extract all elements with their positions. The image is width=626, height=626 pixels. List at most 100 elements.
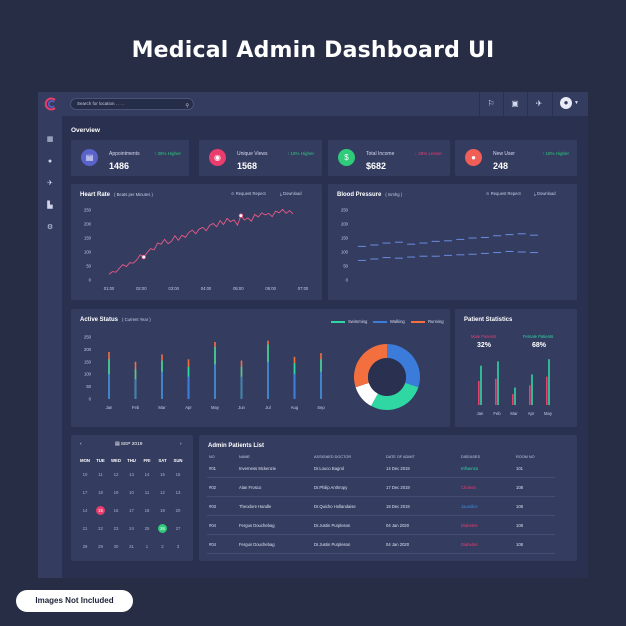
heart-rate-point[interactable] [238,213,244,218]
patient-stats-bar[interactable] [512,394,514,405]
patient-stats-bar[interactable] [548,359,550,405]
col-header-name: NAME [239,455,250,459]
calendar-date[interactable]: 23 [113,526,119,531]
calendar-date[interactable]: 26 [155,523,171,535]
sidebar: ▦ ● ✈ ▙ ⚙ [38,116,62,578]
calendar-date[interactable]: 15 [93,505,109,517]
running-icon[interactable]: ✈ [535,99,543,108]
donut-hole [368,358,406,396]
calendar-date[interactable]: 2 [161,544,164,549]
request-repect-button[interactable]: ⊙ Request Repect [486,191,521,196]
donut-slice[interactable] [354,344,387,388]
patient-stats-bar[interactable] [529,385,531,405]
hospital-icon[interactable]: ▙ [47,202,53,209]
male-patients-label: Male Patients [471,334,497,339]
calendar-date[interactable]: 31 [129,544,134,549]
table-cell: Theodore Handle [239,504,272,509]
patient-stats-bar[interactable] [546,376,548,405]
runner-icon[interactable]: ⚐ [487,99,495,108]
plane-icon[interactable]: ✈ [47,180,53,187]
download-button[interactable]: ⤓ Download [534,191,556,196]
active-status-bar[interactable] [134,379,137,399]
heart-rate-point[interactable] [141,254,146,260]
stat-label: New User [493,151,515,157]
active-status-bar[interactable] [293,374,296,399]
stat-card-unique-views[interactable]: ◉ Unique Views 1568 ↑ 18% Higher [199,140,322,176]
calendar-date[interactable]: 12 [160,490,165,495]
calendar-date[interactable]: 30 [113,544,119,549]
calendar-date[interactable]: 20 [175,508,181,513]
chevron-down-icon[interactable]: ▼ [574,100,579,106]
stat-card-new-user[interactable]: ● New User 248 ↑ 18% Higher [455,140,577,176]
calendar-date[interactable]: 16 [113,508,119,513]
calendar-date[interactable]: 13 [175,490,181,495]
calendar-date[interactable]: 3 [176,544,180,549]
calendar-date[interactable]: 11 [98,472,103,477]
calendar-date[interactable]: 29 [98,544,103,549]
calendar-date[interactable]: 16 [175,472,181,477]
calendar-date[interactable]: 19 [113,490,119,495]
calendar-date[interactable]: 18 [144,508,150,513]
calendar-month[interactable]: ▤ SEP 2019 [115,442,143,447]
calendar-date[interactable]: 1 [145,544,149,549]
patient-stats-bar[interactable] [478,381,480,405]
calendar-next-button[interactable]: › [180,442,182,447]
calendar-date[interactable]: 10 [82,472,88,477]
gear-icon[interactable]: ⚙ [46,224,54,231]
calendar-date[interactable]: 17 [82,490,88,495]
calendar-date[interactable]: 25 [144,526,150,531]
table-cell: #02 [209,485,216,490]
patient-stats-bar[interactable] [497,361,499,405]
active-status-bar[interactable] [187,376,190,399]
patient-stats-bar[interactable] [480,365,482,405]
active-status-bar[interactable] [267,361,269,399]
donut-slice[interactable] [387,344,421,388]
patient-stats-bar[interactable] [495,378,497,405]
blood-pressure-y-tick: 0 [346,278,349,283]
active-status-bar[interactable] [240,376,243,399]
calendar-date[interactable]: 19 [160,508,165,513]
calendar-date[interactable]: 27 [175,526,181,531]
active-status-bar[interactable] [214,364,216,399]
calendar-date[interactable]: 21 [82,526,88,531]
calendar-date[interactable]: 18 [98,490,103,495]
active-status-bar[interactable] [320,371,322,399]
dashboard-icon[interactable]: ▦ [46,136,54,143]
calendar-date[interactable]: 11 [144,490,150,495]
stat-card-appointments[interactable]: ▤ Appointments 1486 ↑ 35% Higher [71,140,189,176]
donut-slice[interactable] [355,382,378,406]
active-status-bar[interactable] [161,371,163,399]
calendar-date[interactable]: 28 [82,544,88,549]
patient-stats-bar[interactable] [514,387,516,405]
calendar-date[interactable]: 13 [129,472,134,477]
request-repect-button[interactable]: ⊙ Request Repect [231,191,266,196]
blood-pressure-y-tick: 200 [341,222,349,227]
search-input[interactable]: Search for location . . . . ⚲ [70,98,194,110]
calendar-date[interactable]: 24 [129,526,134,531]
calendar-date[interactable]: 17 [129,508,134,513]
calendar-date[interactable]: 14 [82,508,88,513]
download-button[interactable]: ⤓ Download [280,191,302,196]
active-status-bar[interactable] [108,374,110,399]
calendar-prev-button[interactable]: ‹ [80,442,82,447]
calendar-date[interactable]: 15 [160,472,165,477]
user-icon[interactable]: ● [47,158,53,165]
donut-slice[interactable] [371,382,419,410]
calendar-date[interactable]: 12 [113,472,119,477]
calendar-date[interactable]: 14 [144,472,150,477]
briefcase-icon[interactable]: ▣ [511,99,519,108]
calendar-date[interactable]: 10 [129,490,134,495]
active-status-y-tick: 100 [84,372,92,377]
patient-statistics-panel: Patient Statistics Male Patients 32% Fem… [455,309,577,427]
patient-stats-bar[interactable] [531,374,533,405]
male-patients-value: 32% [477,342,492,349]
calendar-date[interactable]: 22 [98,526,103,531]
user-avatar-icon[interactable]: ● [560,97,572,109]
stat-card-total-income[interactable]: $ Total Income $682 ↓ 28% Lesser [328,140,450,176]
